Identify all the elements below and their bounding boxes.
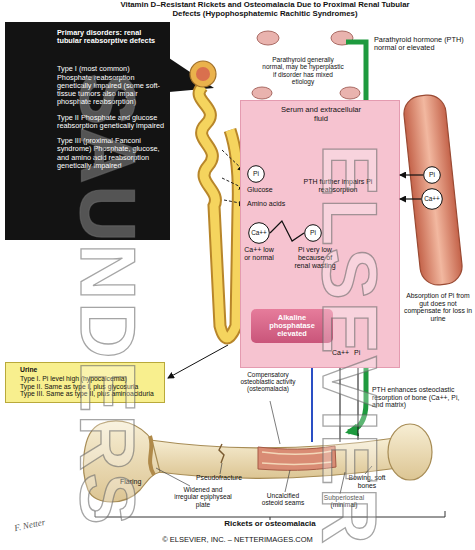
- node-heading: Alkaline phosphatase elevated: [255, 314, 329, 339]
- node-heading: Pi: [423, 166, 441, 184]
- ion-circle: Pi: [247, 165, 265, 183]
- mineral-arrow: [340, 362, 341, 442]
- circle-shape: [249, 223, 270, 244]
- serum-box: Serum and extracellular fluidPiCa++PiAlk…: [240, 100, 400, 368]
- circle-shape: [422, 189, 443, 210]
- figure-title: Vitamin D–Resistant Rickets and Osteomal…: [120, 1, 410, 18]
- node-text: Type I. Pi level high (hypocalcemia): [20, 375, 161, 383]
- connector-arrow: [270, 221, 304, 241]
- glomerulus-core: [196, 67, 210, 81]
- leader-line: [156, 401, 372, 494]
- ion-circle: Pi: [304, 224, 322, 242]
- parathyroid-gland: [252, 87, 272, 99]
- node-text: Type I (most common) Phosphate reabsorpt…: [57, 65, 165, 106]
- part-label: Widened and irregular epiphyseal plate: [172, 486, 234, 508]
- circle-shape: [305, 225, 322, 242]
- node-heading: Pi: [247, 165, 265, 183]
- bone-epiphysis: [388, 424, 432, 480]
- pth-note: PTH further impairs Pi reabsorption: [298, 178, 378, 194]
- connector-arrow: [400, 174, 423, 175]
- bone-cutaway: [258, 446, 336, 470]
- bracket-label: Rickets or osteomalacia: [150, 520, 390, 529]
- node-heading: Ca++: [248, 222, 270, 244]
- renal-tubule: [199, 86, 238, 338]
- part-label: Flaring: [120, 478, 141, 486]
- ion-circle: Ca++: [421, 188, 443, 210]
- part-label: Uncalcified osteoid seams: [256, 492, 310, 507]
- solute-label: Amino acids: [247, 200, 285, 208]
- intestine-vessel: [402, 93, 464, 286]
- node-heading: Pi: [304, 224, 322, 242]
- level-note: Pi very low because of renal wasting: [290, 246, 340, 269]
- part-label: Pseudofracture: [196, 474, 242, 482]
- hormone-note: Parathyroid hormone (PTH) normal or elev…: [374, 36, 468, 52]
- parathyroid-gland: [257, 31, 279, 45]
- node-heading: Ca++: [421, 188, 443, 210]
- ion-label: Ca++: [332, 349, 349, 357]
- ion-circle: Ca++: [248, 222, 270, 244]
- node-text: Type III (proximal Fanconi syndrome) Pho…: [57, 137, 165, 170]
- node-heading: Urine: [20, 366, 161, 374]
- gut-vessel: [402, 93, 464, 286]
- circle-shape: [248, 166, 265, 183]
- enzyme-box: Alkaline phosphatase elevated: [251, 309, 333, 343]
- bone-epiphysis: [84, 421, 160, 502]
- ion-label: Pi: [354, 349, 360, 357]
- gland-note: Parathyroid generally normal, may be hyp…: [262, 56, 344, 85]
- bracket: [95, 511, 445, 520]
- level-note: Ca++ low or normal: [242, 246, 276, 262]
- glomerulus: [190, 61, 216, 87]
- connector-arrow: [400, 198, 421, 199]
- mineral-arrow: [358, 362, 359, 440]
- node-text: Type II Phosphate and glucose reabsorpti…: [57, 114, 165, 130]
- gut-note: Absorption of Pi from gut does not compe…: [404, 292, 472, 322]
- node-heading: Primary disorders: renal tubular reabsor…: [57, 29, 165, 45]
- part-label: Subperiosteal (minimal): [316, 494, 372, 509]
- osteoid-seam: [262, 451, 332, 464]
- bone-note: PTH enhances osteoclastic resorption of …: [372, 386, 468, 409]
- copyright-note: © ELSEVIER, INC. – NETTERIMAGES.COM: [60, 536, 415, 544]
- parathyroid-gland: [340, 87, 360, 99]
- node-text: Type II. Same as type I, plus glycosuria: [20, 383, 161, 391]
- urine-box: UrineType I. Pi level high (hypocalcemia…: [5, 362, 165, 403]
- part-label: Bowing, soft bones: [340, 474, 394, 489]
- node-text: Type III. Same as type II, plus aminoaci…: [20, 390, 161, 398]
- circle-shape: [424, 167, 441, 184]
- pseudofracture-mark: [219, 444, 224, 463]
- node-heading: Serum and extracellular fluid: [279, 106, 363, 123]
- urine-arrow: [168, 345, 228, 378]
- bone-shaft: [150, 438, 398, 478]
- artist-signature: F. Netter: [13, 517, 46, 533]
- renal-tubule-outline: [199, 86, 238, 338]
- disorder-panel: Primary disorders: renal tubular reabsor…: [5, 22, 170, 240]
- ion-circle: Pi: [423, 166, 441, 184]
- solute-label: Glucose: [247, 186, 273, 194]
- bone-note: Compensatory osteoblastic activity (oste…: [236, 371, 300, 393]
- epiphyseal-plate: [150, 436, 154, 475]
